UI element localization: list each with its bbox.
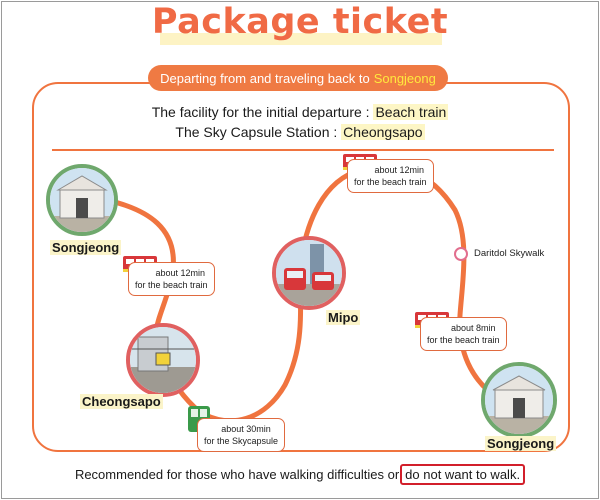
station-label-songjeong-start: Songjeong: [50, 240, 122, 255]
beach-train-photo-icon: [276, 240, 342, 306]
segment-1-time: about 12min: [155, 268, 206, 278]
segment-2-time: about 30min: [221, 424, 271, 434]
station-photo-songjeong-end: [481, 362, 557, 438]
section-divider: [52, 149, 554, 151]
station-photo-cheongsapo: [126, 323, 200, 397]
footer-text: Recommended for those who have walking d…: [74, 467, 400, 482]
station-photo-mipo: [272, 236, 346, 310]
footer-note: Recommended for those who have walking d…: [0, 464, 600, 485]
facility-value-2: Cheongsapo: [341, 124, 425, 140]
segment-badge-1: about 12min for the beach train: [128, 262, 215, 296]
facility-label-1: The facility for the initial departure :: [151, 104, 370, 120]
facility-label-2: The Sky Capsule Station :: [175, 124, 338, 140]
facility-line-1: The facility for the initial departure :…: [0, 104, 600, 120]
skycapsule-icon: [130, 327, 196, 393]
banner-highlight: Songjeong: [373, 70, 436, 86]
segment-4-mode: for the beach train: [427, 335, 500, 345]
station-label-mipo: Mipo: [326, 310, 361, 325]
station-label-songjeong-end: Songjeong: [485, 436, 557, 451]
skywalk-label: Daritdol Skywalk: [474, 248, 545, 259]
page-title: Package ticket: [151, 2, 449, 42]
segment-3-time: about 12min: [374, 165, 425, 175]
station-photo-songjeong-start: [46, 164, 118, 236]
skywalk-stop-marker: [454, 247, 468, 261]
footer-boxed-text: do not want to walk.: [400, 464, 526, 485]
route-panel: [32, 82, 570, 452]
departure-banner: Departing from and traveling back to Son…: [148, 65, 448, 91]
facility-value-1: Beach train: [373, 104, 449, 120]
segment-4-time: about 8min: [451, 323, 496, 333]
banner-prefix: Departing from and traveling back to: [160, 70, 370, 86]
segment-2-mode: for the Skycapsule: [204, 436, 279, 446]
station-building-icon: [50, 168, 114, 232]
segment-badge-3: about 12min for the beach train: [347, 159, 434, 193]
station-building-icon: [485, 366, 553, 434]
facility-line-2: The Sky Capsule Station : Cheongsapo: [0, 124, 600, 140]
station-label-cheongsapo: Cheongsapo: [80, 394, 163, 409]
segment-badge-4: about 8min for the beach train: [420, 317, 507, 351]
segment-3-mode: for the beach train: [354, 177, 427, 187]
segment-badge-2: about 30min for the Skycapsule: [197, 418, 286, 452]
segment-1-mode: for the beach train: [135, 280, 208, 290]
title-highlight: [160, 33, 442, 45]
